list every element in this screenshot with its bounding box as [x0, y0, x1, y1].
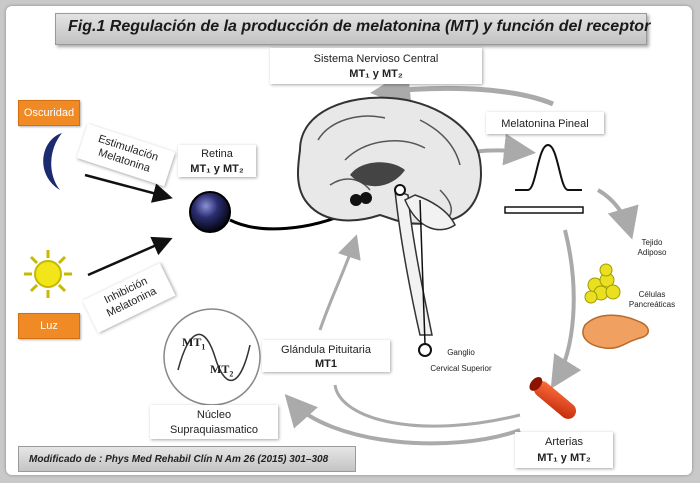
pituitary-box — [262, 340, 390, 372]
adipose-icon — [584, 263, 621, 304]
light-badge: Luz — [18, 313, 80, 339]
arteries-receptors: MT₁ y MT₂ — [537, 452, 591, 464]
cns-box — [270, 48, 482, 84]
title-bar — [55, 13, 647, 45]
figure-title: Fig.1 Regulación de la producción de mel… — [68, 18, 651, 35]
eye-icon — [189, 191, 231, 233]
artery-icon — [529, 377, 577, 419]
retina-box — [178, 145, 256, 177]
pituitary-receptors: MT1 — [315, 358, 337, 370]
pineal-box — [486, 112, 604, 134]
scn-mt1-label: MT1 — [182, 335, 206, 352]
retina-receptors: MT₁ y MT₂ — [190, 163, 244, 175]
scn-line2: Supraquiasmatico — [169, 424, 259, 436]
darkness-badge: Oscuridad — [18, 100, 80, 126]
pancreas-icon — [582, 314, 649, 350]
sun-icon — [24, 250, 72, 298]
moon-icon — [43, 133, 62, 190]
scn-box — [150, 405, 278, 439]
arrow-arteries-to-scn — [284, 394, 521, 446]
scn-circle — [163, 308, 261, 406]
pituitary-name: Glándula Pituitaria — [281, 344, 371, 356]
scn-line1: Núcleo — [196, 409, 232, 421]
arrow-arteries-to-pituitary — [333, 384, 521, 428]
cns-name: Sistema Nervioso Central — [313, 53, 439, 65]
cns-receptors: MT₁ y MT₂ — [349, 68, 403, 80]
brain-icon — [297, 96, 482, 357]
scn-mt2-label: MT2 — [210, 362, 234, 379]
arrow-pineal-to-tissues — [596, 188, 639, 240]
arrow-scn-to-brain — [318, 234, 361, 331]
arrow-pineal-to-cns — [370, 69, 554, 109]
retina-name: Retina — [201, 148, 233, 160]
footer-citation: Modificado de : Phys Med Rehabil Clín N … — [18, 446, 356, 472]
arteries-name: Arterias — [545, 436, 583, 448]
pineal-curve — [504, 143, 584, 214]
arteries-box — [515, 432, 613, 468]
arrow-darkness — [84, 173, 173, 203]
arrow-pineal-to-arteries — [550, 229, 582, 389]
arrow-light — [87, 236, 173, 277]
pineal-name: Melatonina Pineal — [501, 118, 589, 130]
